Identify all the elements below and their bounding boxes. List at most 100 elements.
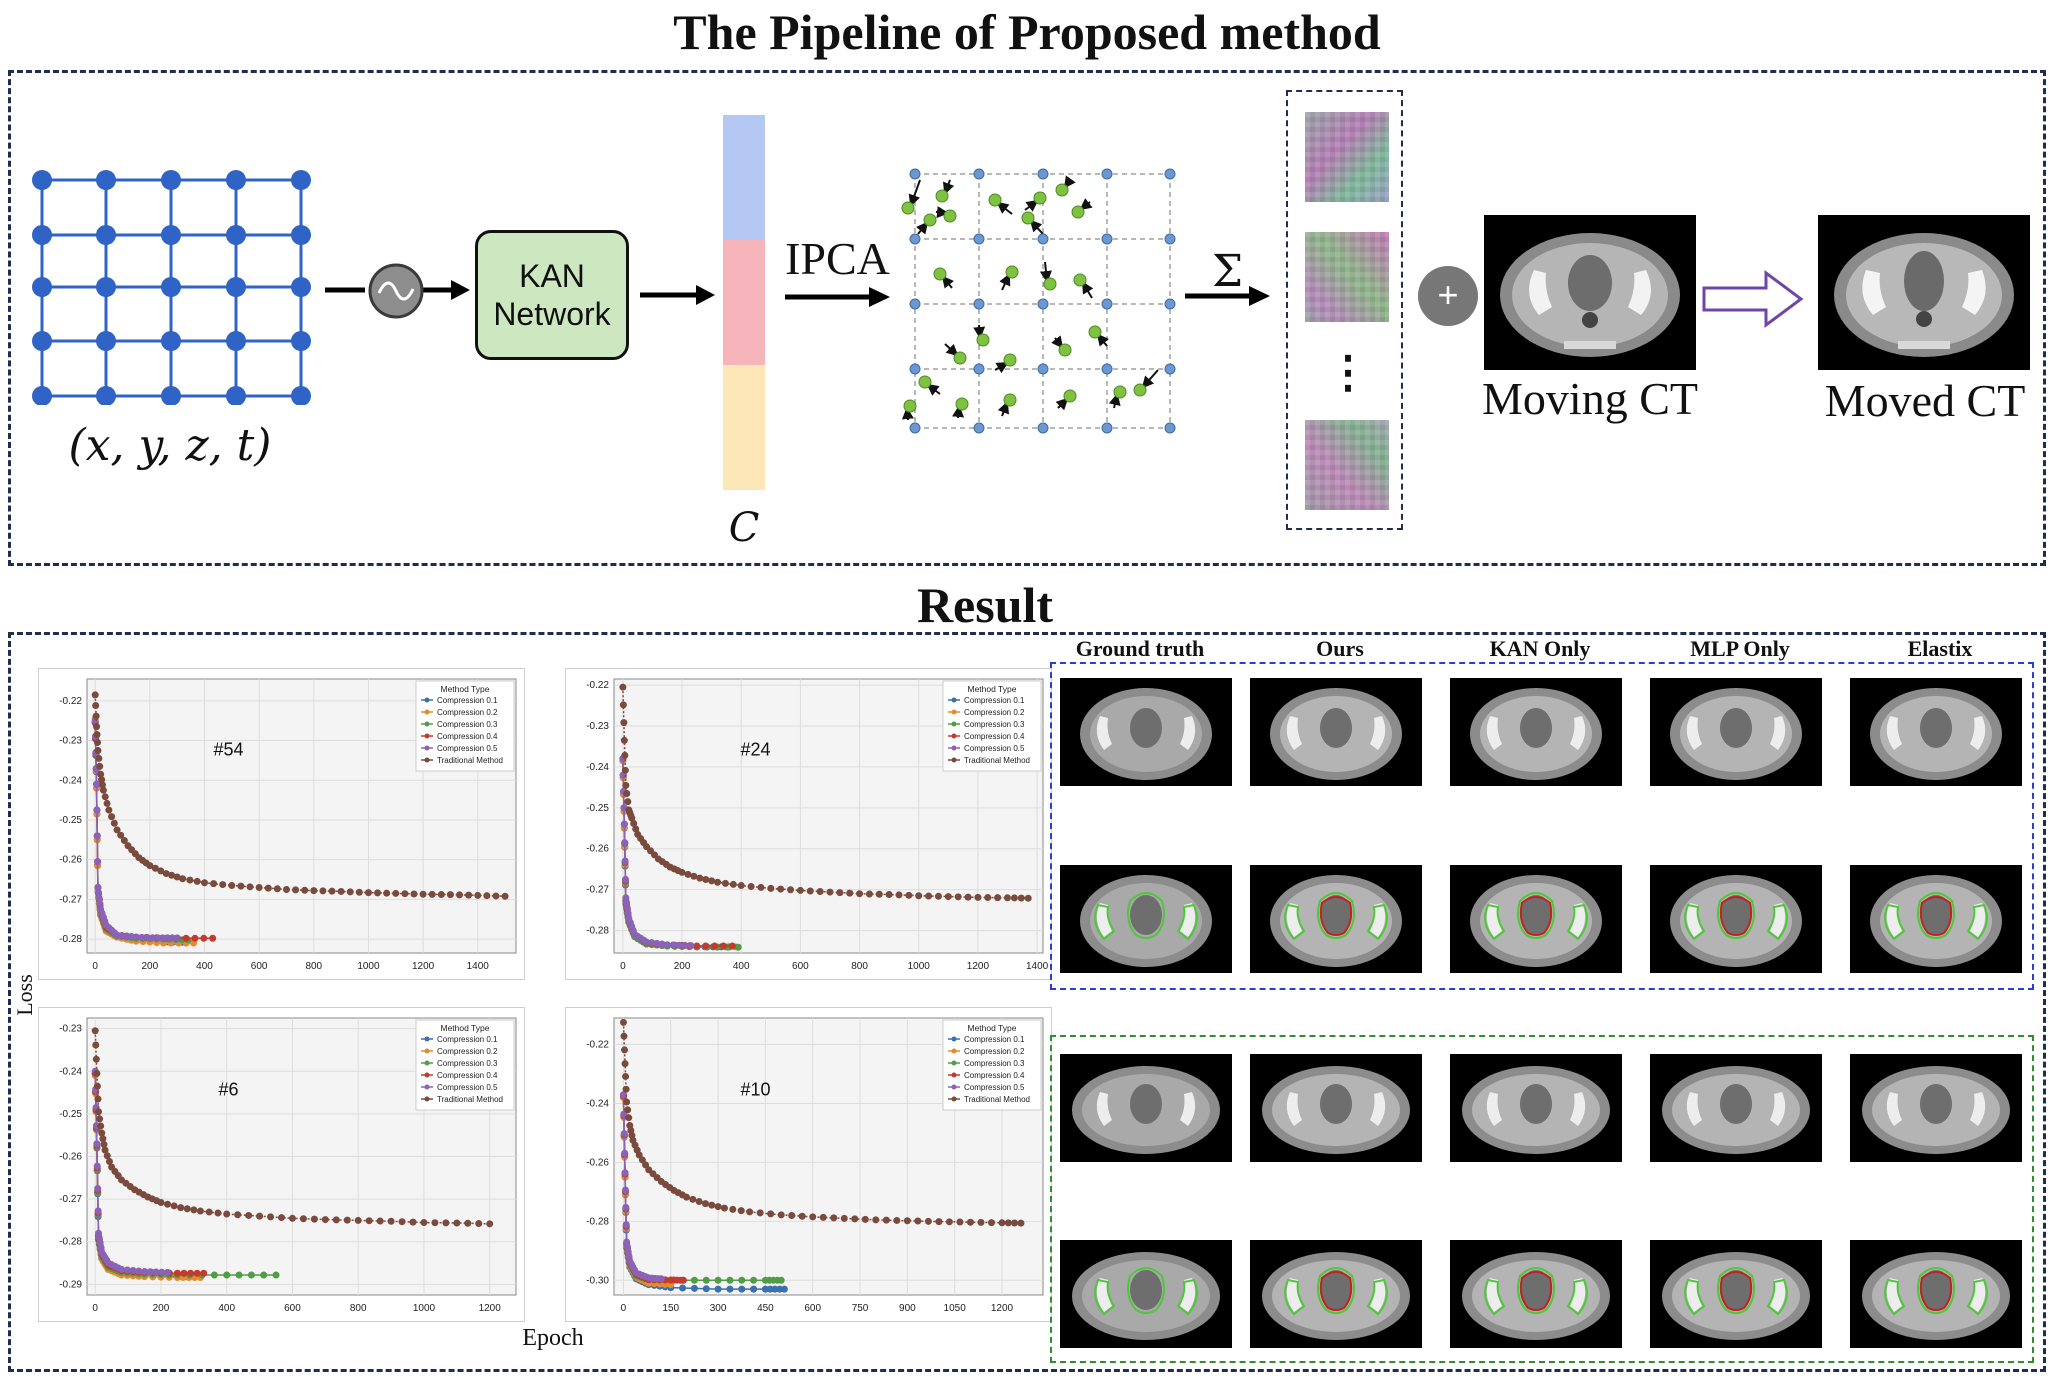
data-point — [101, 793, 109, 801]
y-tick-label: -0.28 — [59, 1237, 82, 1248]
data-point — [621, 1186, 629, 1194]
data-point — [945, 1218, 953, 1226]
data-point — [796, 886, 804, 894]
data-point — [164, 1268, 172, 1276]
control-point — [1101, 168, 1113, 180]
data-point — [687, 942, 695, 950]
data-point — [94, 1207, 102, 1215]
x-tick-label: 0 — [92, 961, 98, 972]
kan-network-box: KAN Network — [475, 230, 629, 360]
data-point — [621, 875, 629, 883]
y-tick-label: -0.24 — [59, 1066, 82, 1077]
y-tick-label: -0.30 — [586, 1275, 609, 1286]
data-point — [690, 1284, 698, 1292]
data-point — [273, 885, 281, 893]
displaced-point — [943, 209, 957, 223]
data-point — [679, 1284, 687, 1292]
data-point — [977, 1218, 985, 1226]
data-point — [177, 1204, 185, 1212]
data-point — [99, 786, 107, 794]
control-point — [1164, 298, 1176, 310]
x-tick-label: 1200 — [991, 1303, 1014, 1314]
data-point — [164, 1200, 172, 1208]
data-point — [91, 691, 99, 699]
ct-result-kan-only-row3 — [1450, 1054, 1622, 1162]
data-point — [168, 871, 176, 879]
ct-result-ground-truth-row4 — [1060, 1240, 1232, 1348]
y-tick-label: -0.27 — [586, 885, 609, 896]
data-point — [245, 1211, 253, 1219]
displacement-arrow — [1141, 369, 1159, 389]
data-point — [622, 894, 630, 902]
legend-entry: Compression 0.1 — [437, 696, 498, 705]
data-point — [419, 890, 427, 898]
y-tick-label: -0.23 — [59, 736, 82, 747]
control-point — [973, 298, 985, 310]
data-point — [964, 893, 972, 901]
data-point — [893, 1216, 901, 1224]
x-tick-label: 150 — [662, 1303, 679, 1314]
data-point — [196, 1207, 204, 1215]
data-point — [355, 888, 363, 896]
ct-result-elastix-row3 — [1850, 1054, 2022, 1162]
ct-result-ours-row4 — [1250, 1240, 1422, 1348]
case-group-blue — [1050, 662, 2034, 990]
data-point — [681, 941, 689, 949]
data-point — [278, 1214, 286, 1222]
data-point — [777, 885, 785, 893]
data-point — [214, 1209, 222, 1217]
legend-marker — [951, 697, 957, 703]
data-point — [621, 857, 629, 865]
displacement-arrow — [1024, 199, 1039, 212]
column-header-elastix: Elastix — [1907, 636, 1973, 661]
control-point — [1037, 233, 1049, 245]
data-point — [158, 1268, 166, 1276]
y-tick-label: -0.28 — [586, 1216, 609, 1227]
data-point — [92, 1055, 100, 1063]
data-point — [288, 1214, 296, 1222]
legend-entry: Traditional Method — [964, 756, 1030, 765]
data-point — [865, 890, 873, 898]
data-point — [157, 1199, 165, 1207]
data-point — [726, 1285, 734, 1293]
grid-node — [226, 277, 246, 297]
ct-result-mlp-only-row1 — [1650, 678, 1822, 786]
data-point — [437, 890, 445, 898]
legend-marker — [951, 1060, 957, 1066]
grid-node — [291, 386, 311, 405]
y-tick-label: -0.25 — [59, 1109, 82, 1120]
data-point — [624, 909, 632, 917]
grid-node — [32, 331, 52, 351]
legend-marker — [951, 745, 957, 751]
x-tick-label: 0 — [92, 1303, 98, 1314]
data-point — [643, 938, 651, 946]
data-point — [98, 1129, 106, 1137]
data-point — [632, 825, 640, 833]
data-point — [678, 868, 686, 876]
legend-entry: Compression 0.5 — [437, 744, 498, 753]
ct-result-ours-row2 — [1250, 865, 1422, 973]
data-point — [146, 862, 154, 870]
data-point — [123, 1266, 131, 1274]
grid-node — [291, 331, 311, 351]
y-tick-label: -0.26 — [59, 855, 82, 866]
data-point — [702, 942, 710, 950]
data-point — [620, 820, 628, 828]
data-point — [96, 1115, 104, 1123]
legend-marker — [424, 1072, 430, 1078]
displaced-point — [918, 375, 932, 389]
data-point — [105, 1157, 113, 1165]
data-point — [92, 712, 100, 720]
data-point — [110, 819, 118, 827]
kan-label: KAN — [519, 258, 585, 294]
data-point — [956, 1218, 964, 1226]
data-point — [103, 1152, 111, 1160]
data-point — [925, 892, 933, 900]
data-point — [683, 1193, 691, 1201]
legend-marker — [424, 1084, 430, 1090]
control-point — [1101, 298, 1113, 310]
legend-entry: Compression 0.5 — [964, 1083, 1025, 1092]
legend-entry: Compression 0.5 — [964, 744, 1025, 753]
x-tick-label: 1050 — [944, 1303, 967, 1314]
